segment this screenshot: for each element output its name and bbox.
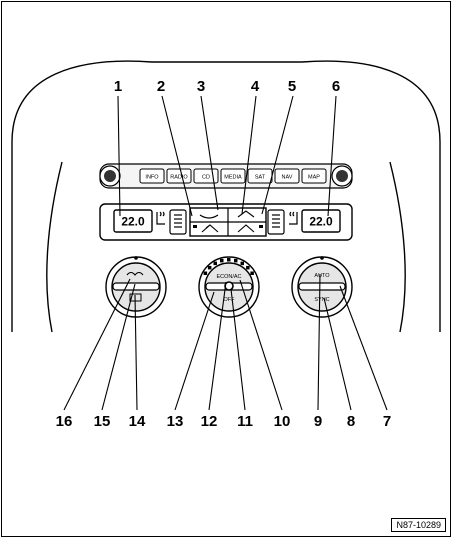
leader-line bbox=[241, 95, 257, 215]
fan-speed-scale bbox=[203, 258, 254, 275]
dial-right-marker bbox=[320, 256, 324, 260]
radio-button-label: RADIO bbox=[170, 175, 188, 181]
climate-display-strip: 22.0 22.0 bbox=[99, 203, 353, 241]
dial-left[interactable] bbox=[105, 256, 167, 318]
leader-line bbox=[200, 95, 219, 211]
fan-speed-tick bbox=[227, 258, 231, 262]
radio-button-media[interactable] bbox=[220, 168, 246, 184]
callout-number: 3 bbox=[197, 78, 205, 95]
leader-line bbox=[174, 291, 215, 411]
fan-speed-tick bbox=[220, 258, 224, 263]
leader-line bbox=[239, 279, 283, 411]
callout-number: 5 bbox=[288, 78, 296, 95]
footwell-icon bbox=[237, 210, 255, 218]
radio-button-info[interactable] bbox=[139, 168, 165, 184]
off-label: OFF bbox=[224, 297, 236, 303]
radio-button-label: CD bbox=[202, 175, 210, 181]
dial-left-grip bbox=[112, 282, 160, 291]
seat-heat-button-right[interactable] bbox=[267, 209, 285, 235]
dash-left-inner bbox=[46, 161, 63, 333]
radio-knob-left-center bbox=[104, 170, 116, 182]
callout-number: 10 bbox=[274, 413, 291, 430]
leader-line bbox=[63, 278, 131, 411]
fan-speed-tick bbox=[250, 271, 254, 275]
radio-button-label: NAV bbox=[282, 175, 293, 181]
fan-speed-tick bbox=[203, 271, 208, 275]
radio-button-label: SAT bbox=[255, 175, 266, 181]
dial-left-marker bbox=[134, 256, 138, 260]
leader-line bbox=[117, 95, 121, 217]
leader-line bbox=[317, 273, 321, 411]
defrost-icon bbox=[237, 224, 255, 233]
sync-label: SYNC bbox=[314, 297, 329, 303]
leader-line bbox=[101, 283, 136, 411]
leader-line bbox=[134, 294, 138, 411]
recirc-icon bbox=[199, 214, 219, 219]
leader-line bbox=[230, 288, 246, 411]
rear-defrost-icon bbox=[126, 271, 144, 276]
seat-heat-icon-right bbox=[289, 211, 298, 225]
callout-number: 15 bbox=[94, 413, 111, 430]
callout-number: 1 bbox=[114, 78, 122, 95]
dash-top-curve bbox=[11, 60, 441, 143]
leader-line bbox=[339, 285, 388, 411]
leader-lines bbox=[63, 95, 388, 411]
callout-number: 9 bbox=[314, 413, 322, 430]
callout-number: 4 bbox=[251, 78, 260, 95]
callout-number: 6 bbox=[332, 78, 340, 95]
seat-heat-level-left bbox=[174, 214, 182, 228]
radio-button-label: INFO bbox=[145, 175, 159, 181]
dashboard-outline bbox=[11, 60, 441, 333]
leader-line bbox=[161, 95, 193, 217]
callout-number: 11 bbox=[237, 413, 253, 430]
radio-button-map[interactable] bbox=[301, 168, 327, 184]
radio-button-row: INFO RADIO CD MEDIA SAT NAV MAP bbox=[139, 168, 327, 184]
fan-speed-tick bbox=[213, 261, 217, 266]
fan-speed-tick bbox=[233, 258, 238, 263]
callout-number: 14 bbox=[129, 413, 146, 430]
callout-number: 12 bbox=[201, 413, 218, 430]
radio-button-radio[interactable] bbox=[166, 168, 192, 184]
callout-number: 7 bbox=[383, 413, 391, 430]
callout-number: 16 bbox=[56, 413, 73, 430]
auto-label: AUTO bbox=[314, 273, 330, 279]
seat-heat-icon-left bbox=[156, 211, 165, 225]
leader-line bbox=[327, 95, 337, 217]
fan-speed-tick bbox=[207, 265, 212, 270]
callout-number: 8 bbox=[347, 413, 355, 430]
dash-right-inner bbox=[389, 161, 406, 333]
fan-speed-tick bbox=[240, 261, 244, 266]
dial-right[interactable]: AUTO SYNC bbox=[291, 256, 353, 318]
temp-display-right bbox=[301, 209, 341, 233]
air-distribution-icon bbox=[201, 224, 219, 233]
seat-heat-level-right bbox=[272, 214, 280, 228]
temp-right-value: 22.0 bbox=[309, 215, 333, 229]
led-right-bottom bbox=[259, 225, 263, 228]
led-left-bottom bbox=[193, 225, 197, 228]
dial-center[interactable]: ECON/AC OFF bbox=[198, 256, 260, 318]
radio-button-nav[interactable] bbox=[274, 168, 300, 184]
temp-display-left bbox=[113, 209, 153, 233]
dial-right-grip bbox=[298, 282, 346, 291]
callout-number: 2 bbox=[157, 78, 165, 95]
temp-left-value: 22.0 bbox=[121, 215, 145, 229]
radio-button-label: MEDIA bbox=[224, 175, 242, 181]
leader-line bbox=[208, 281, 227, 411]
leader-line bbox=[323, 297, 352, 411]
callout-number: 13 bbox=[167, 413, 184, 430]
radio-panel: INFO RADIO CD MEDIA SAT NAV MAP bbox=[99, 163, 353, 189]
leader-line bbox=[261, 95, 294, 215]
seat-heat-button-left[interactable] bbox=[169, 209, 187, 235]
radio-button-label: MAP bbox=[308, 175, 320, 181]
radio-knob-right-center bbox=[336, 170, 348, 182]
reference-number: N87-10289 bbox=[391, 518, 446, 532]
econ-ac-label: ECON/AC bbox=[216, 274, 241, 280]
fan-speed-tick bbox=[246, 265, 250, 270]
